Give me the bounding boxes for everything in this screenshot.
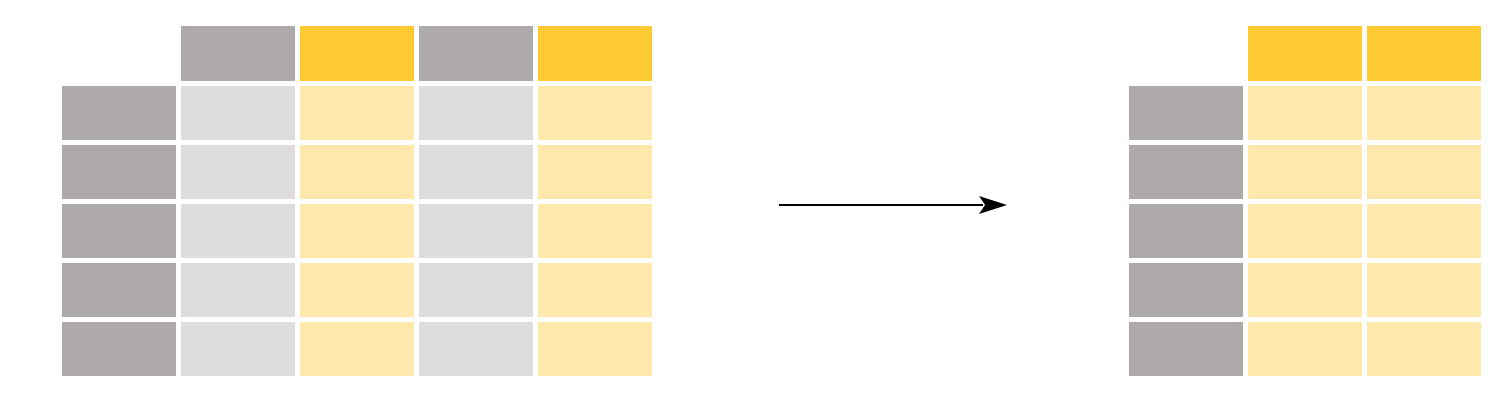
source-row-header-cell [62,204,176,258]
source-header-cell [419,26,533,81]
source-row-header-cell [62,86,176,140]
source-table [62,26,652,376]
source-data-cell [419,86,533,140]
source-data-cell [181,204,295,258]
source-row-header-cell [62,145,176,199]
source-data-cell [538,86,652,140]
source-data-cell [419,263,533,317]
result-data-cell [1367,322,1481,376]
result-data-cell [1248,145,1362,199]
result-data-cell [1248,322,1362,376]
source-data-cell [538,204,652,258]
source-row-header-cell [62,322,176,376]
source-data-cell [181,86,295,140]
result-data-cell [1248,263,1362,317]
source-data-cell [538,145,652,199]
result-row-header-cell [1129,145,1243,199]
source-data-cell [300,322,414,376]
result-data-cell [1367,204,1481,258]
source-corner-cell [62,26,176,81]
source-row-header-cell [62,263,176,317]
result-data-cell [1248,204,1362,258]
source-data-cell [181,263,295,317]
source-data-cell [538,263,652,317]
result-row-header-cell [1129,263,1243,317]
source-data-cell [419,322,533,376]
transform-arrow [779,196,1007,214]
result-data-cell [1367,263,1481,317]
source-data-cell [300,204,414,258]
result-corner-cell [1129,26,1243,81]
source-data-cell [419,204,533,258]
result-data-cell [1367,145,1481,199]
arrow-head [979,196,1007,214]
source-data-cell [300,145,414,199]
result-data-cell [1367,86,1481,140]
source-data-cell [181,145,295,199]
source-data-cell [181,322,295,376]
source-data-cell [300,263,414,317]
source-data-cell [300,86,414,140]
source-header-cell [181,26,295,81]
source-data-cell [419,145,533,199]
result-header-cell [1248,26,1362,81]
result-header-cell [1367,26,1481,81]
result-row-header-cell [1129,204,1243,258]
result-table [1129,26,1481,376]
result-row-header-cell [1129,322,1243,376]
result-row-header-cell [1129,86,1243,140]
source-header-cell [300,26,414,81]
source-header-cell [538,26,652,81]
source-data-cell [538,322,652,376]
result-data-cell [1248,86,1362,140]
